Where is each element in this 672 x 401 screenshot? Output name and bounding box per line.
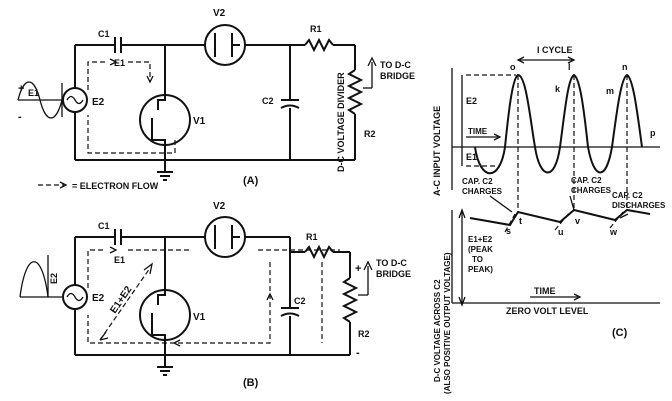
cap-charges-1-line2: CHARGES bbox=[462, 187, 503, 196]
legend-label: = ELECTRON FLOW bbox=[72, 181, 159, 191]
point-label: o bbox=[510, 62, 516, 72]
c1-label: C1 bbox=[98, 221, 110, 231]
circuit-a bbox=[17, 24, 377, 189]
c2-plate bbox=[280, 104, 300, 109]
bottom-ylabel-1: D-C VOLTAGE ACROSS C2 bbox=[433, 279, 442, 382]
peak-label-3: TO bbox=[472, 255, 483, 264]
v2-label: V2 bbox=[213, 8, 226, 19]
waveforms-c bbox=[451, 56, 660, 307]
r2-label: R2 bbox=[364, 129, 376, 139]
to-bridge-label-2: BRIDGE bbox=[376, 269, 411, 279]
plus-sign: + bbox=[18, 83, 24, 95]
e1-label: E1 bbox=[114, 58, 125, 68]
v2-label: V2 bbox=[213, 201, 226, 212]
point-label: s bbox=[506, 226, 511, 236]
zero-level-label: ZERO VOLT LEVEL bbox=[506, 306, 589, 316]
c2-plate bbox=[280, 312, 300, 317]
v1-tube bbox=[139, 289, 191, 341]
v1-label: V1 bbox=[193, 312, 206, 323]
point-label: n bbox=[622, 62, 628, 72]
point-label: v bbox=[575, 216, 580, 226]
e2-left-label: E2 bbox=[49, 273, 59, 284]
to-bridge-label-1: TO D-C bbox=[376, 258, 407, 268]
top-ylabel: A-C INPUT VOLTAGE bbox=[432, 106, 442, 196]
v1-label: V1 bbox=[193, 116, 206, 127]
electron-flow-path bbox=[87, 249, 105, 288]
cap-charges-1-line1: CAP. C2 bbox=[462, 177, 493, 186]
point-label: m bbox=[606, 86, 614, 96]
r1-resistor bbox=[304, 37, 334, 53]
ac-input-wave bbox=[474, 73, 643, 175]
figure-b-label: (B) bbox=[243, 377, 259, 389]
sum-arrow bbox=[99, 267, 151, 341]
point-label: u bbox=[558, 227, 564, 237]
time-bottom-label: TIME bbox=[534, 286, 556, 296]
r1-label: R1 bbox=[310, 24, 322, 34]
e2-measure-label: E2 bbox=[466, 96, 477, 106]
bottom-ylabel-2: (ALSO POSITIVE OUTPUT VOLTAGE) bbox=[443, 252, 452, 394]
c2-label: C2 bbox=[294, 296, 306, 306]
r2-resistor bbox=[341, 277, 359, 323]
figure-c-label: (C) bbox=[612, 327, 628, 339]
r2-resistor bbox=[346, 69, 364, 115]
circuit-b bbox=[19, 216, 373, 376]
point-label: p bbox=[650, 128, 656, 138]
sum-label: E1+E2 bbox=[108, 284, 134, 316]
time-top-label: TIME bbox=[468, 127, 488, 136]
point-label: k bbox=[555, 84, 561, 94]
point-label: t bbox=[519, 216, 522, 226]
to-bridge-label-1: TO D-C bbox=[380, 60, 411, 70]
cap-charges-2-line1: CAP. C2 bbox=[571, 176, 602, 185]
v1-tube bbox=[139, 94, 191, 146]
point-label: l bbox=[568, 62, 571, 72]
peak-label-4: PEAK) bbox=[468, 265, 493, 274]
to-bridge-label-2: BRIDGE bbox=[380, 71, 415, 81]
minus-sign: - bbox=[356, 347, 360, 359]
peak-label-1: E1+E2 bbox=[468, 235, 493, 244]
peak-label-2: (PEAK bbox=[468, 245, 493, 254]
electron-flow-path bbox=[87, 61, 105, 90]
e1-label: E1 bbox=[114, 255, 125, 265]
e2-label: E2 bbox=[92, 97, 105, 108]
r1-label: R1 bbox=[306, 232, 318, 242]
e2-source-label: E2 bbox=[92, 293, 105, 304]
minus-sign: - bbox=[18, 111, 22, 123]
point-label: w bbox=[609, 227, 618, 237]
r1-resistor bbox=[304, 244, 334, 260]
cap-discharges-line2: DISCHARGES bbox=[612, 201, 666, 210]
e1-source-label: E1 bbox=[28, 88, 39, 98]
cycle-label: I CYCLE bbox=[537, 45, 573, 55]
figure-a-label: (A) bbox=[243, 175, 259, 187]
cap-discharges-line1: CAP. C2 bbox=[612, 191, 643, 200]
cap-charges-2-line2: CHARGES bbox=[571, 186, 612, 195]
e1-measure-label: E1 bbox=[466, 152, 477, 162]
r2-label: R2 bbox=[358, 329, 370, 339]
divider-label: D-C VOLTAGE DIVIDER bbox=[336, 72, 346, 172]
c2-label: C2 bbox=[262, 96, 274, 106]
c1-label: C1 bbox=[98, 29, 110, 39]
plus-sign: + bbox=[355, 263, 361, 275]
